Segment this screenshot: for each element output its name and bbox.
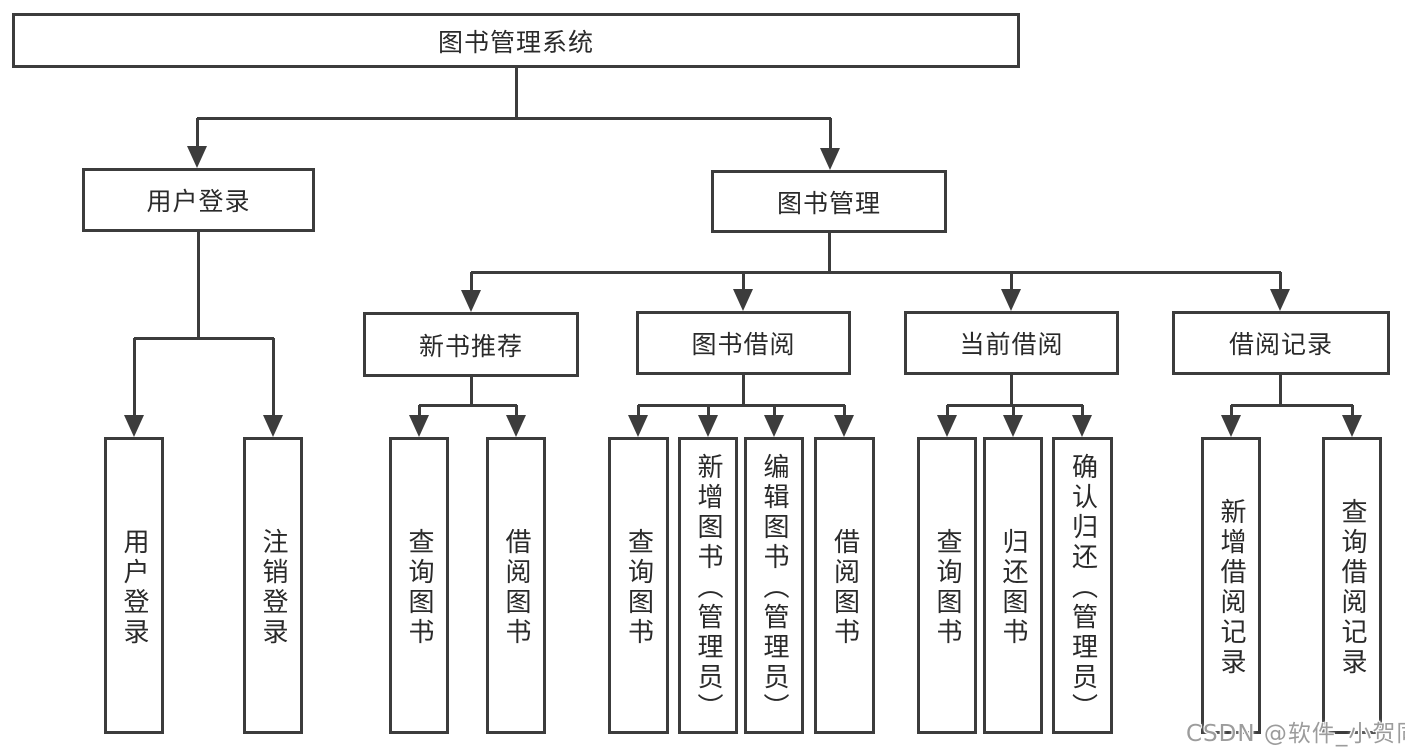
arrowhead-icon (124, 415, 144, 437)
connector-line (470, 272, 473, 296)
leaf-add-book-admin-label: 新增图书（管理员） (693, 452, 723, 723)
leaf-logout-label: 注销登录 (258, 527, 288, 648)
leaf-query-books-current-label: 查询图书 (932, 527, 962, 648)
connector-line (197, 117, 831, 120)
node-book-borrow-label: 图书借阅 (691, 330, 796, 359)
connector-line (515, 68, 518, 118)
node-borrow-records: 借阅记录 (1172, 311, 1390, 375)
leaf-query-books-borrow-label: 查询图书 (623, 527, 654, 648)
arrowhead-icon (1072, 415, 1092, 437)
leaf-add-borrow-record-label: 新增借阅记录 (1216, 497, 1246, 678)
node-borrow-records-label: 借阅记录 (1228, 330, 1333, 359)
arrowhead-icon (1270, 289, 1290, 311)
arrowhead-icon (733, 289, 753, 311)
leaf-return-book: 归还图书 (983, 437, 1043, 734)
leaf-logout: 注销登录 (243, 437, 303, 734)
arrowhead-icon (263, 415, 283, 437)
connector-line (515, 405, 518, 421)
connector-line (843, 405, 846, 421)
connector-line (707, 405, 710, 421)
node-book-management-label: 图书管理 (776, 188, 881, 218)
node-user-login: 用户登录 (82, 168, 315, 232)
connector-line (946, 405, 949, 421)
arrowhead-icon (628, 415, 648, 437)
connector-line (1279, 272, 1282, 295)
connector-line (1351, 405, 1354, 421)
leaf-query-borrow-record-label: 查询借阅记录 (1337, 497, 1367, 678)
connector-line (1279, 375, 1282, 406)
connector-line (418, 405, 421, 421)
connector-line (133, 338, 136, 421)
leaf-query-borrow-record: 查询借阅记录 (1322, 437, 1382, 734)
connector-line (742, 272, 745, 295)
connector-line (1010, 272, 1013, 295)
leaf-user-login-label: 用户登录 (119, 527, 149, 648)
connector-line (828, 233, 831, 273)
connector-line (1081, 405, 1084, 421)
connector-line (829, 118, 832, 154)
connector-line (1230, 405, 1233, 421)
node-user-login-label: 用户登录 (146, 187, 251, 216)
arrowhead-icon (1221, 415, 1241, 437)
connector-line (197, 232, 200, 338)
node-book-management: 图书管理 (711, 170, 947, 233)
watermark: CSDN @软件_小贺同学 (1186, 721, 1405, 747)
arrowhead-icon (937, 415, 957, 437)
leaf-query-books-current: 查询图书 (917, 437, 977, 734)
leaf-query-books-recommend-label: 查询图书 (404, 527, 434, 648)
leaf-confirm-return-admin: 确认归还（管理员） (1052, 437, 1113, 734)
connector-line (272, 338, 275, 421)
arrowhead-icon (1342, 415, 1362, 437)
leaf-borrow-books-recommend: 借阅图书 (486, 437, 546, 734)
leaf-borrow-books: 借阅图书 (814, 437, 875, 734)
node-new-book-recommend-label: 新书推荐 (418, 331, 523, 361)
connector-line (638, 404, 845, 407)
arrowhead-icon (698, 415, 718, 437)
connector-line (1231, 404, 1353, 407)
leaf-borrow-books-label: 借阅图书 (829, 527, 860, 648)
connector-line (1012, 405, 1015, 421)
node-root: 图书管理系统 (12, 13, 1020, 68)
leaf-query-books-borrow: 查询图书 (608, 437, 669, 734)
node-current-borrow: 当前借阅 (904, 311, 1119, 375)
leaf-edit-book-admin-label: 编辑图书（管理员） (759, 452, 789, 723)
arrowhead-icon (187, 146, 207, 168)
arrowhead-icon (506, 415, 526, 437)
connector-line (947, 404, 1083, 407)
arrowhead-icon (834, 415, 854, 437)
node-new-book-recommend: 新书推荐 (363, 312, 579, 377)
connector-line (196, 118, 199, 152)
connector-line (1010, 373, 1013, 406)
node-root-label: 图书管理系统 (437, 27, 594, 57)
arrowhead-icon (1003, 415, 1023, 437)
connector-line (471, 271, 1281, 274)
leaf-edit-book-admin: 编辑图书（管理员） (744, 437, 804, 734)
connector-line (742, 375, 745, 406)
arrowhead-icon (820, 148, 840, 170)
leaf-query-books-recommend: 查询图书 (389, 437, 449, 734)
arrowhead-icon (764, 415, 784, 437)
connector-line (637, 405, 640, 421)
leaf-add-book-admin: 新增图书（管理员） (678, 437, 738, 734)
leaf-confirm-return-admin-label: 确认归还（管理员） (1067, 452, 1098, 723)
leaf-user-login: 用户登录 (104, 437, 164, 734)
leaf-return-book-label: 归还图书 (998, 527, 1028, 648)
arrowhead-icon (1001, 289, 1021, 311)
arrowhead-icon (461, 290, 481, 312)
node-book-borrow: 图书借阅 (636, 311, 851, 375)
connector-line (470, 377, 473, 406)
connector-line (773, 405, 776, 421)
leaf-add-borrow-record: 新增借阅记录 (1201, 437, 1261, 734)
leaf-borrow-books-recommend-label: 借阅图书 (501, 527, 531, 648)
connector-line (134, 337, 274, 340)
arrowhead-icon (409, 415, 429, 437)
node-current-borrow-label: 当前借阅 (959, 330, 1064, 359)
connector-line (419, 404, 517, 407)
